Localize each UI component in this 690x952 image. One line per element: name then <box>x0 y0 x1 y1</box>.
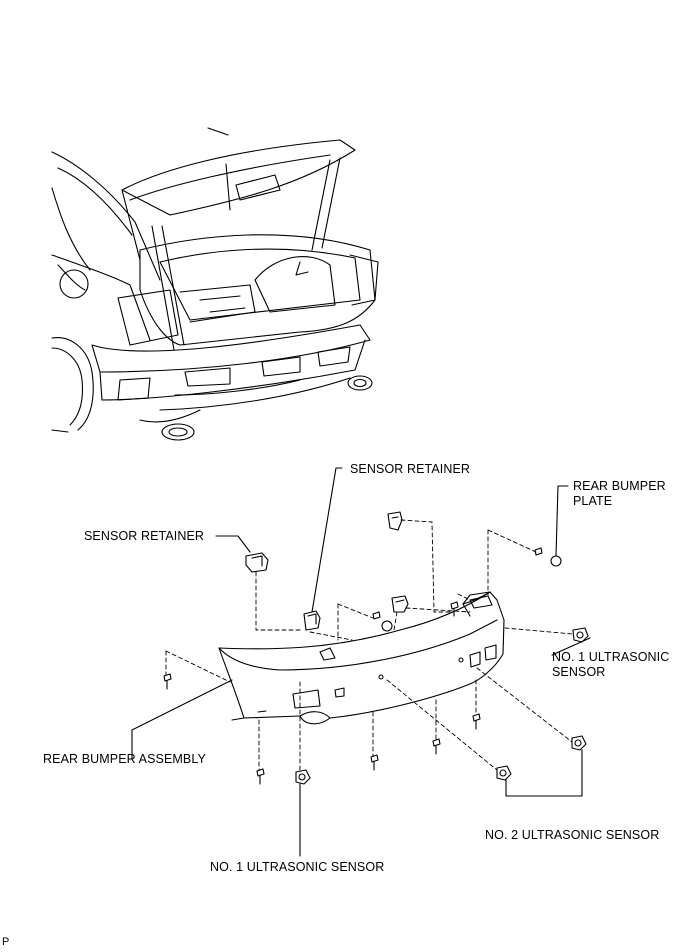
sensor-retainer-left-part <box>245 552 269 573</box>
label-no1-ultrasonic-sensor-right: NO. 1 ULTRASONIC SENSOR <box>552 650 670 679</box>
callout-leader-lines <box>131 467 591 857</box>
assembly-guide-lines <box>165 519 574 771</box>
vehicle-rear-illustration <box>51 127 379 441</box>
rear-bumper-assembly-drawing <box>218 591 505 725</box>
label-no2-ultrasonic-sensor: NO. 2 ULTRASONIC SENSOR <box>485 828 660 842</box>
sensor-retainer-top-part <box>303 610 321 631</box>
label-sensor-retainer-left: SENSOR RETAINER <box>84 529 205 543</box>
corner-mark: P <box>2 936 10 948</box>
label-rear-bumper-plate: REAR BUMPER PLATE <box>573 479 666 508</box>
clips-and-bolts <box>163 547 562 785</box>
label-sensor-retainer-top: SENSOR RETAINER <box>350 462 471 476</box>
sensor-retainer-upper-right-parts <box>387 511 409 613</box>
label-rear-bumper-assembly: REAR BUMPER ASSEMBLY <box>43 752 206 766</box>
label-no1-ultrasonic-sensor-bottom: NO. 1 ULTRASONIC SENSOR <box>210 860 385 874</box>
ultrasonic-sensor-parts <box>295 627 589 785</box>
